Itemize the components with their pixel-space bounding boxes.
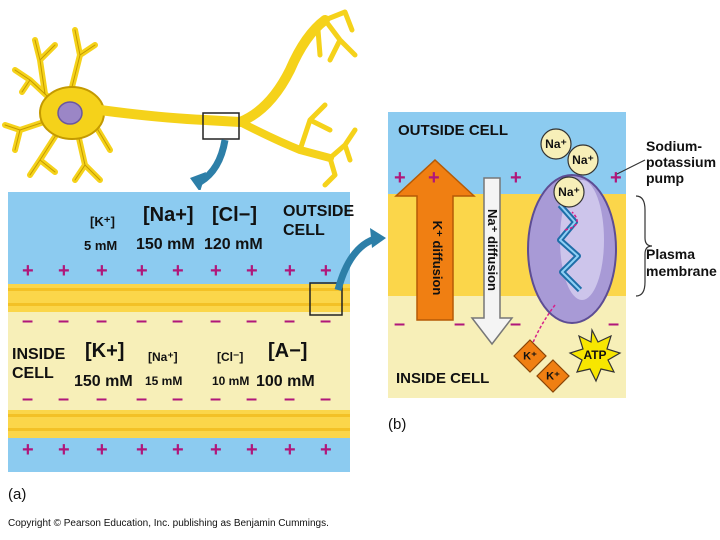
conc-cl-outside: 120 mM [204,236,263,253]
minus-sign: – [58,310,70,332]
atp-star [568,327,622,383]
plus-sign: + [22,260,34,282]
minus-sign: – [608,313,620,335]
plus-sign: + [58,439,70,461]
plus-sign: + [210,260,222,282]
minus-sign: – [284,388,296,410]
plus-sign: + [246,260,258,282]
na-diffusion-arrow [470,177,514,346]
minus-sign: – [96,388,108,410]
panel-b-caption: (b) [388,416,407,433]
minus-sign: – [172,388,184,410]
na-bubble-2 [567,144,599,176]
minus-sign: – [210,388,222,410]
copyright-text: Copyright © Pearson Education, Inc. publ… [8,518,329,529]
na-bubble-2-label: Na⁺ [572,153,594,167]
plus-sign: + [428,167,440,189]
plus-sign: + [172,260,184,282]
plus-sign: + [210,439,222,461]
panel-b-outside-label: OUTSIDE CELL [398,122,509,139]
minus-sign: – [246,310,258,332]
minus-sign: – [320,388,332,410]
minus-sign: – [210,310,222,332]
minus-sign: – [320,310,332,332]
conc-k-outside: 5 mM [84,238,118,253]
plus-sign: + [58,260,70,282]
ion-a-inside: [A−] [268,340,308,362]
panel-a-outside-label: OUTSIDE CELL [283,203,355,239]
ion-cl-inside: [Cl⁻] [217,350,244,364]
conc-na-inside: 15 mM [145,374,183,388]
plus-sign: + [510,167,522,189]
plus-sign: + [172,439,184,461]
minus-sign: – [454,313,466,335]
k-ion-2 [536,359,570,393]
minus-sign: – [58,388,70,410]
ion-na-outside: [Na+] [143,204,194,226]
minus-sign: – [172,310,184,332]
plus-sign: + [96,439,108,461]
pump-label: Sodium- potassium pump [646,138,717,186]
na-bubble-1 [540,128,572,160]
panel-b-inside-label: INSIDE CELL [396,370,490,387]
k-diffusion-arrow [394,158,476,321]
plus-sign: + [136,260,148,282]
minus-sign: – [22,310,34,332]
plus-sign: + [246,439,258,461]
plus-sign: + [394,167,406,189]
na-bubble-1-label: Na⁺ [545,137,567,151]
membrane-label: Plasma membrane [646,246,717,279]
na-bubble-3 [553,176,585,208]
neuron-illustration [2,9,358,190]
k-ion-1 [513,339,547,373]
minus-sign: – [510,313,522,335]
conc-na-outside: 150 mM [136,236,195,253]
ion-na-inside: [Na⁺] [148,350,178,364]
minus-sign: – [136,310,148,332]
plus-sign: + [284,260,296,282]
minus-sign: – [394,313,406,335]
na-bubble-3-label: Na⁺ [558,185,580,199]
k-ion-2-label: K⁺ [546,370,560,383]
minus-sign: – [136,388,148,410]
plus-sign: + [96,260,108,282]
conc-a-inside: 100 mM [256,373,315,390]
panel-a-caption: (a) [8,486,27,503]
conc-cl-inside: 10 mM [212,374,250,388]
conc-k-inside: 150 mM [74,373,133,390]
plus-sign: + [610,167,622,189]
k-diffusion-label: K⁺ diffusion [430,220,445,296]
na-diffusion-label: Na⁺ diffusion [485,209,500,291]
plus-sign: + [320,439,332,461]
ion-k-inside: [K+] [85,340,125,362]
plus-sign: + [136,439,148,461]
minus-sign: – [284,310,296,332]
plus-sign: + [320,260,332,282]
minus-sign: – [22,388,34,410]
atp-label: ATP [583,348,607,362]
minus-sign: – [96,310,108,332]
plus-sign: + [22,439,34,461]
ion-cl-outside: [Cl−] [212,204,257,226]
plus-sign: + [284,439,296,461]
panel-a-inside-label: INSIDE CELL [12,346,66,382]
minus-sign: – [246,388,258,410]
ion-k-outside: [K⁺] [90,214,115,229]
k-ion-1-label: K⁺ [523,350,537,363]
